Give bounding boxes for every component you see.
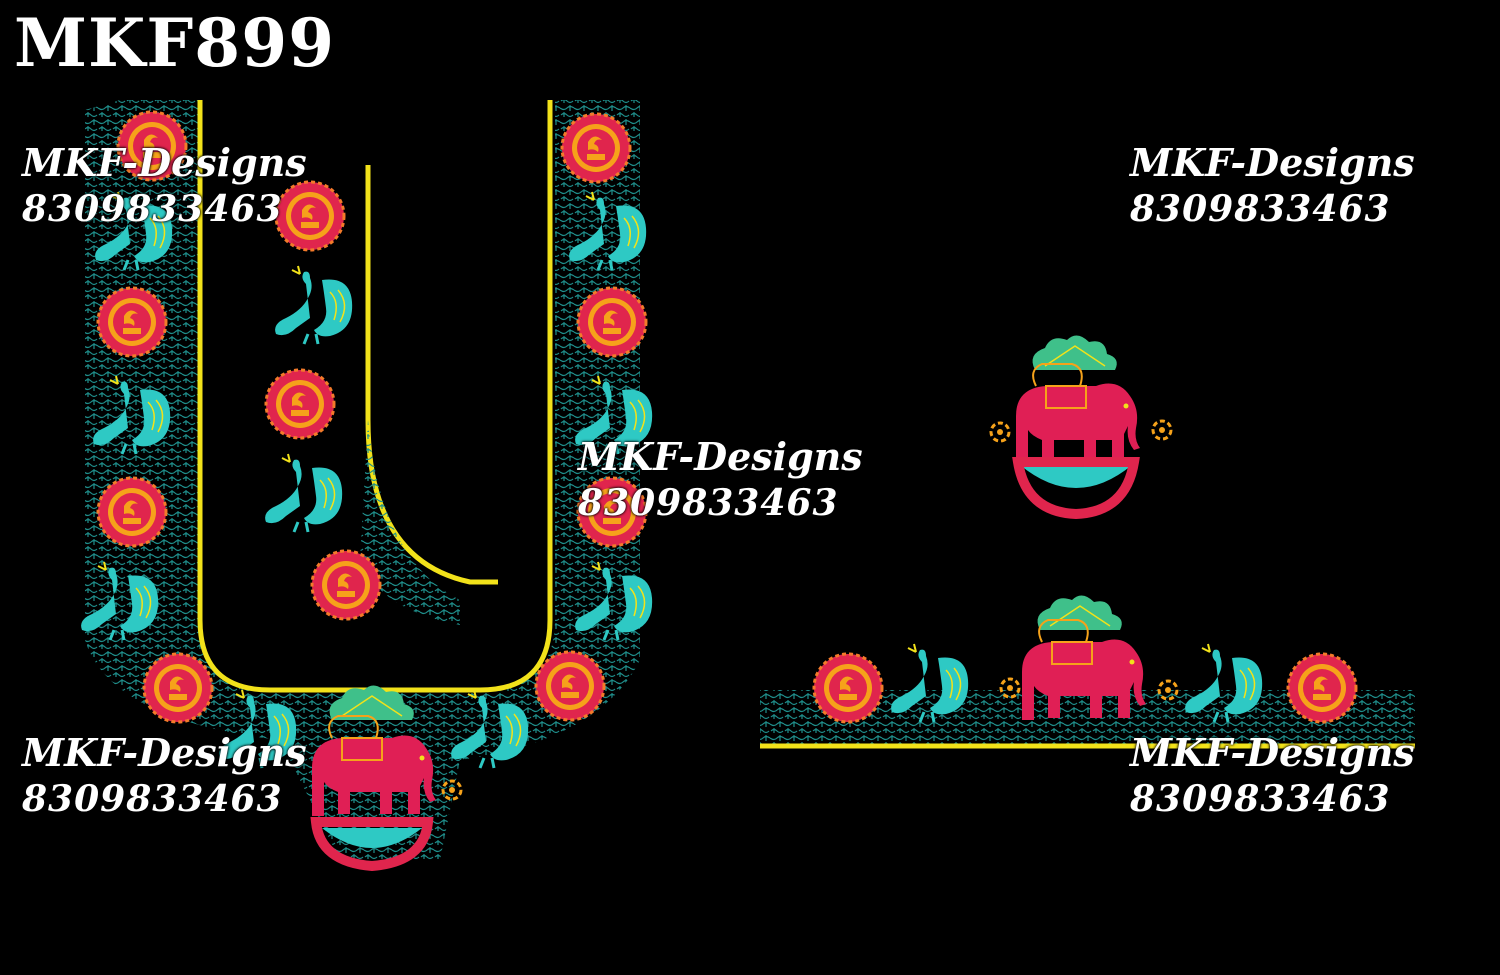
design-code: MKF899 [14, 4, 336, 82]
watermark: MKF-Designs 8309833463 [578, 434, 863, 526]
watermark: MKF-Designs 8309833463 [22, 140, 307, 232]
watermark: MKF-Designs 8309833463 [22, 730, 307, 822]
watermark-phone: 8309833463 [578, 482, 839, 524]
watermark-name: MKF-Designs [1130, 140, 1415, 185]
watermark-name: MKF-Designs [578, 434, 863, 479]
sleeve-border-motif [760, 594, 1415, 749]
neckline-motif-band [79, 100, 654, 872]
elephant-motif [310, 684, 463, 872]
elephant-buta-motif [989, 334, 1173, 520]
watermark-phone: 8309833463 [1130, 188, 1391, 230]
watermark-phone: 8309833463 [22, 188, 283, 230]
watermark-name: MKF-Designs [1130, 730, 1415, 775]
watermark-phone: 8309833463 [22, 778, 283, 820]
watermark-phone: 8309833463 [1130, 778, 1391, 820]
watermark-name: MKF-Designs [22, 730, 307, 775]
watermark: MKF-Designs 8309833463 [1130, 730, 1415, 822]
watermark: MKF-Designs 8309833463 [1130, 140, 1415, 232]
watermark-name: MKF-Designs [22, 140, 307, 185]
